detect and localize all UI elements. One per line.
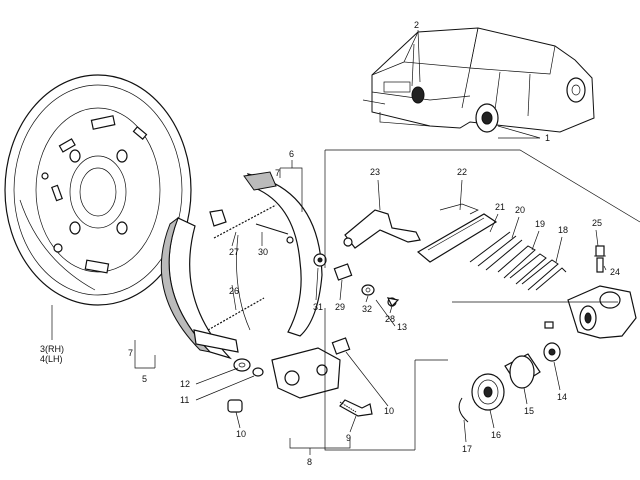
- brake-shoe-assembly: [160, 171, 397, 360]
- callout-15: 15: [524, 406, 534, 416]
- callout-2: 2: [414, 20, 419, 30]
- callout-30: 30: [258, 247, 268, 257]
- callout-27: 27: [229, 247, 239, 257]
- callout-3: 3(RH): [40, 344, 64, 354]
- callout-5: 5: [142, 374, 147, 384]
- callout-10-right: 10: [384, 406, 394, 416]
- callout-7-upper: 7: [275, 168, 280, 178]
- callout-22: 22: [457, 167, 467, 177]
- callout-labels: 1 2 3(RH) 4(LH) 5 6 7 7 8 9 10 10 11 12 …: [40, 20, 620, 467]
- callout-10-left: 10: [236, 429, 246, 439]
- callout-21: 21: [495, 202, 505, 212]
- callout-19: 19: [535, 219, 545, 229]
- adjuster-parts: [343, 203, 606, 291]
- callout-1: 1: [545, 133, 550, 143]
- car-illustration: [362, 27, 595, 133]
- callout-14: 14: [557, 392, 567, 402]
- callout-leaders: [195, 125, 607, 443]
- callout-32: 32: [362, 304, 372, 314]
- callout-23: 23: [370, 167, 380, 177]
- callout-20: 20: [515, 205, 525, 215]
- callout-11: 11: [180, 395, 189, 405]
- callout-9: 9: [346, 433, 351, 443]
- callout-7-lower: 7: [128, 348, 133, 358]
- backing-plate: [4, 74, 192, 306]
- leader-lines: [51, 29, 640, 455]
- callout-8: 8: [307, 457, 312, 467]
- callout-26: 26: [229, 286, 239, 296]
- callout-4: 4(LH): [40, 354, 63, 364]
- callout-13: 13: [397, 322, 407, 332]
- callout-6: 6: [289, 149, 294, 159]
- callout-18: 18: [558, 225, 568, 235]
- callout-24: 24: [610, 267, 620, 277]
- callout-16: 16: [491, 430, 501, 440]
- wheel-cylinder-assembly: [386, 285, 637, 423]
- callout-17: 17: [462, 444, 472, 454]
- callout-29: 29: [335, 302, 345, 312]
- callout-31: 31: [313, 302, 323, 312]
- callout-12: 12: [180, 379, 190, 389]
- wheel-cylinder-lower: [227, 337, 373, 417]
- callout-25: 25: [592, 218, 602, 228]
